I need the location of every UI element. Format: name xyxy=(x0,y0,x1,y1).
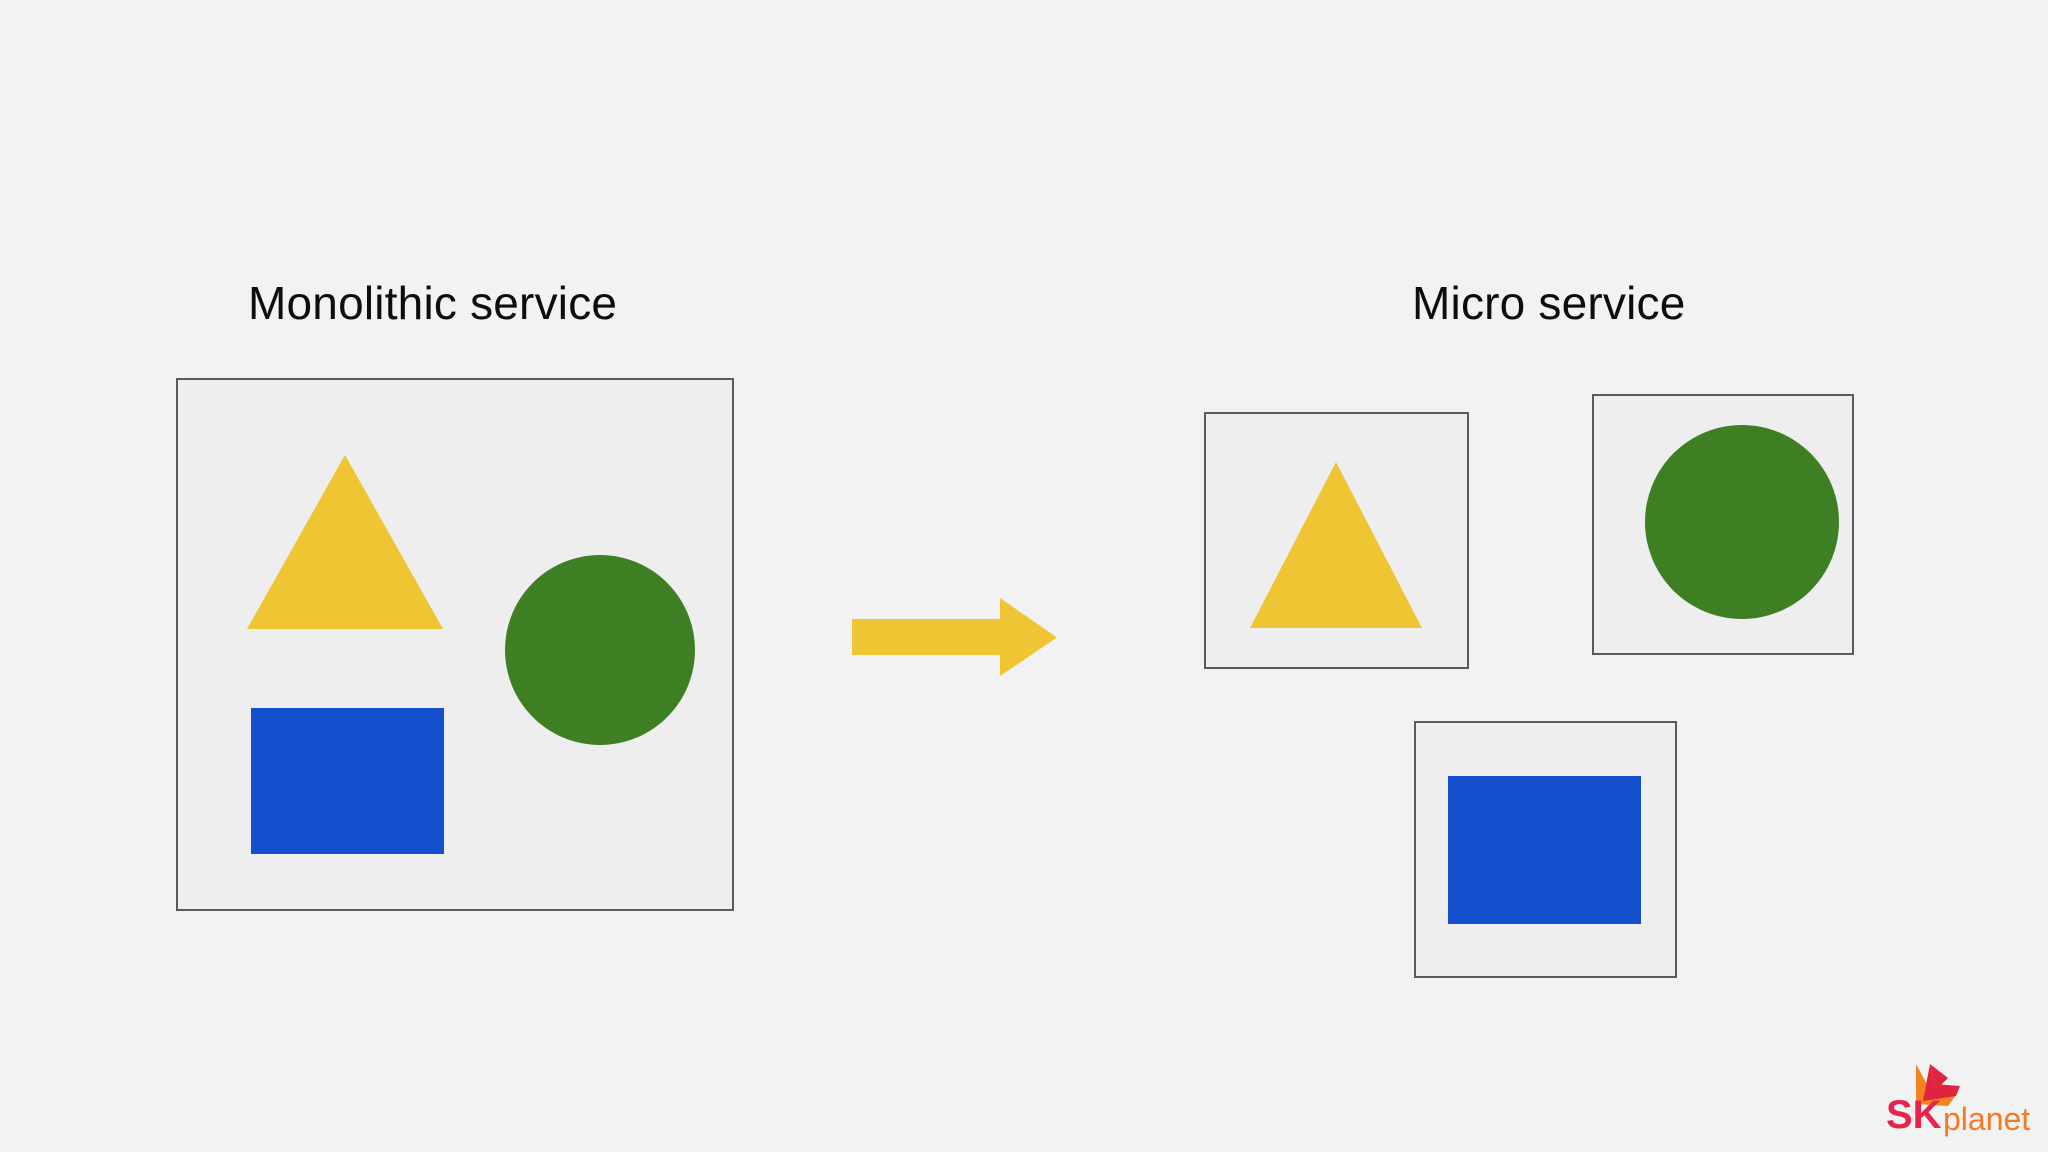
monolithic-service-heading: Monolithic service xyxy=(248,277,618,329)
sk-planet-logo: SK planet xyxy=(1886,1064,2030,1137)
monolithic-triangle-shape xyxy=(247,455,443,629)
monolithic-rectangle-shape xyxy=(251,708,444,854)
monolithic-circle-shape xyxy=(505,555,695,745)
micro-circle-shape xyxy=(1645,425,1839,619)
micro-rectangle-shape xyxy=(1448,776,1641,924)
micro-service-heading: Micro service xyxy=(1412,277,1686,329)
sk-wordmark: SK xyxy=(1886,1093,1942,1137)
planet-wordmark: planet xyxy=(1943,1101,2030,1137)
right-arrow-icon xyxy=(852,598,1057,676)
micro-triangle-shape xyxy=(1250,462,1422,628)
butterfly-icon xyxy=(1916,1064,1960,1106)
